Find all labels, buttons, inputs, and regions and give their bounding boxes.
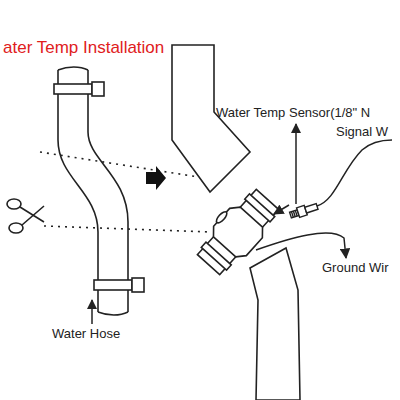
wire-label: Ground Wir bbox=[322, 260, 388, 276]
part-label: Water Hose bbox=[52, 326, 120, 342]
wire-label: Signal W bbox=[336, 124, 388, 140]
cut-hose bbox=[172, 45, 300, 400]
part-label: Water Temp Sensor(1/8" N bbox=[216, 105, 370, 121]
scissors bbox=[7, 199, 44, 233]
water-hose bbox=[54, 67, 144, 315]
direction-arrow bbox=[146, 166, 166, 190]
leader-lines bbox=[92, 124, 392, 324]
temp-sensor bbox=[289, 202, 319, 220]
adapter-fitting bbox=[190, 183, 284, 280]
title: ater Temp Installation bbox=[3, 38, 164, 58]
cut-lines bbox=[40, 152, 210, 232]
